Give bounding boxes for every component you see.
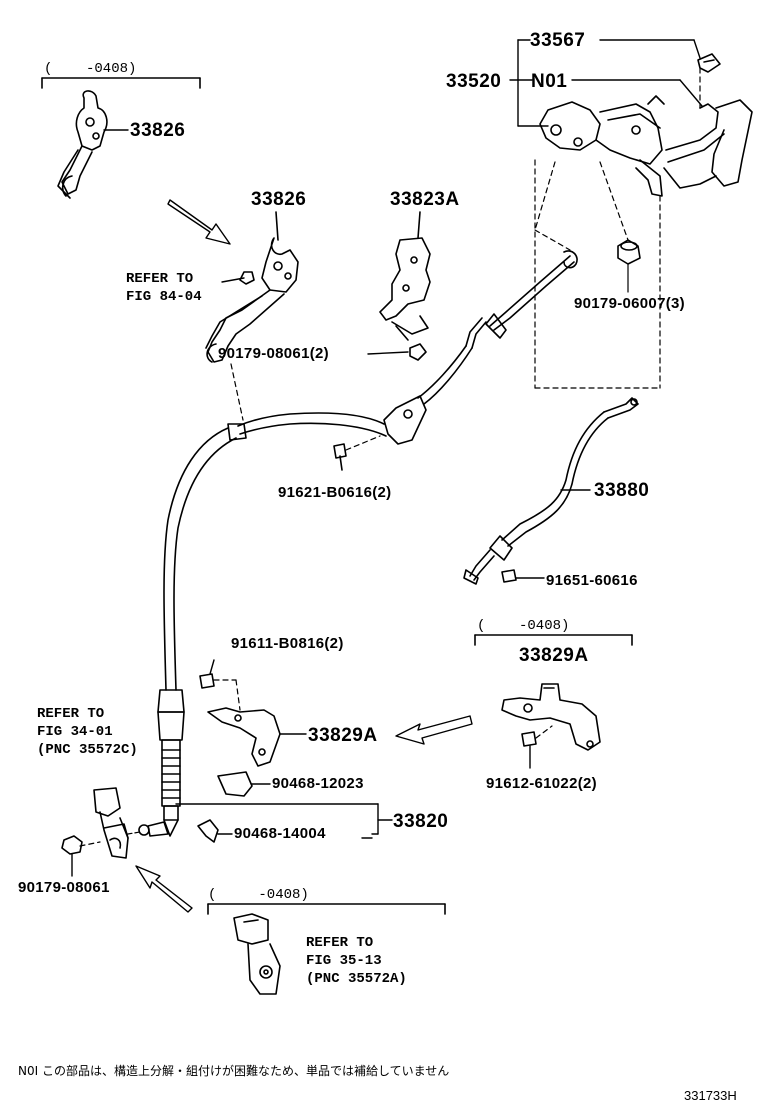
part-91651-60616-label: 91651-60616: [546, 572, 638, 589]
bracket-33823A: [379, 211, 431, 361]
bracket-right: [474, 634, 633, 646]
part-33520-label: 33520: [446, 71, 502, 92]
bolt-91611-b0816: [199, 659, 241, 711]
part-33567-label: 33567: [530, 30, 586, 51]
date-range-right: ( -0408): [477, 618, 570, 634]
guide-lines: [534, 67, 701, 389]
date-range-top-left: ( -0408): [44, 61, 137, 77]
nut-90179-08061: [61, 835, 101, 877]
clip-90468-12023: [217, 771, 271, 797]
part-90468-14004-label: 90468-14004: [234, 825, 326, 842]
callouts: [221, 39, 703, 839]
refer-fig-35-13: REFER TO FIG 35-13 (PNC 35572A): [306, 935, 407, 987]
shift-lever-33520: [539, 95, 753, 197]
clip-33567: [697, 53, 721, 73]
arrow-to-33829A: [395, 715, 473, 745]
part-33829A-early-label: 33829A: [519, 645, 589, 666]
refer-fig-84-04: REFER TO FIG 84-04: [126, 271, 202, 305]
arrow-to-lever: [135, 865, 193, 913]
bracket-33829A-early: [501, 683, 601, 751]
part-91612-61022-label: 91612-61022(2): [486, 775, 597, 792]
clip-90468-14004: [197, 819, 233, 843]
shift-cable-33820: [138, 250, 578, 837]
part-90179-08061-label: 90179-08061: [18, 879, 110, 896]
bracket-33826-early: [57, 90, 108, 199]
part-90179-06007-label: 90179-06007(3): [574, 295, 685, 312]
part-33826-label: 33826: [251, 189, 307, 210]
bolt-91651-60616: [501, 569, 545, 583]
part-33823A-label: 33823A: [390, 189, 460, 210]
refer-fig-34-01: REFER TO FIG 34-01 (PNC 35572C): [37, 706, 138, 758]
part-33826-early-label: 33826: [130, 120, 186, 141]
footnote: N0I この部品は、構造上分解・組付けが困難なため、単品では補給していません: [18, 1064, 450, 1078]
part-91621-b0616-label: 91621-B0616(2): [278, 484, 392, 501]
cable-33880: [463, 397, 639, 585]
bolt-91612-61022: [521, 725, 553, 769]
bracket-33826: [205, 211, 299, 363]
lever-35572C: [93, 787, 129, 859]
date-range-bottom: ( -0408): [208, 887, 309, 903]
bracket-bottom: [207, 903, 446, 915]
part-33829A-label: 33829A: [308, 725, 378, 746]
bracket-33829A: [207, 707, 307, 767]
part-91611-b0816-label: 91611-B0816(2): [231, 635, 344, 652]
part-90468-12023-label: 90468-12023: [272, 775, 364, 792]
callout-33820: [175, 803, 393, 835]
part-33880-label: 33880: [594, 480, 650, 501]
bolt-91621-b0616: [333, 435, 381, 471]
part-90179-08061-2-label: 90179-08061(2): [218, 345, 329, 362]
arrow-to-33826: [167, 199, 231, 245]
part-n01-label: N01: [531, 71, 568, 92]
nut-90179-06007: [617, 239, 641, 265]
diagram-code: 331733H: [684, 1088, 737, 1103]
lever-35572A: [233, 913, 281, 995]
bracket-top-left: [41, 77, 201, 89]
part-33820-label: 33820: [393, 811, 449, 832]
